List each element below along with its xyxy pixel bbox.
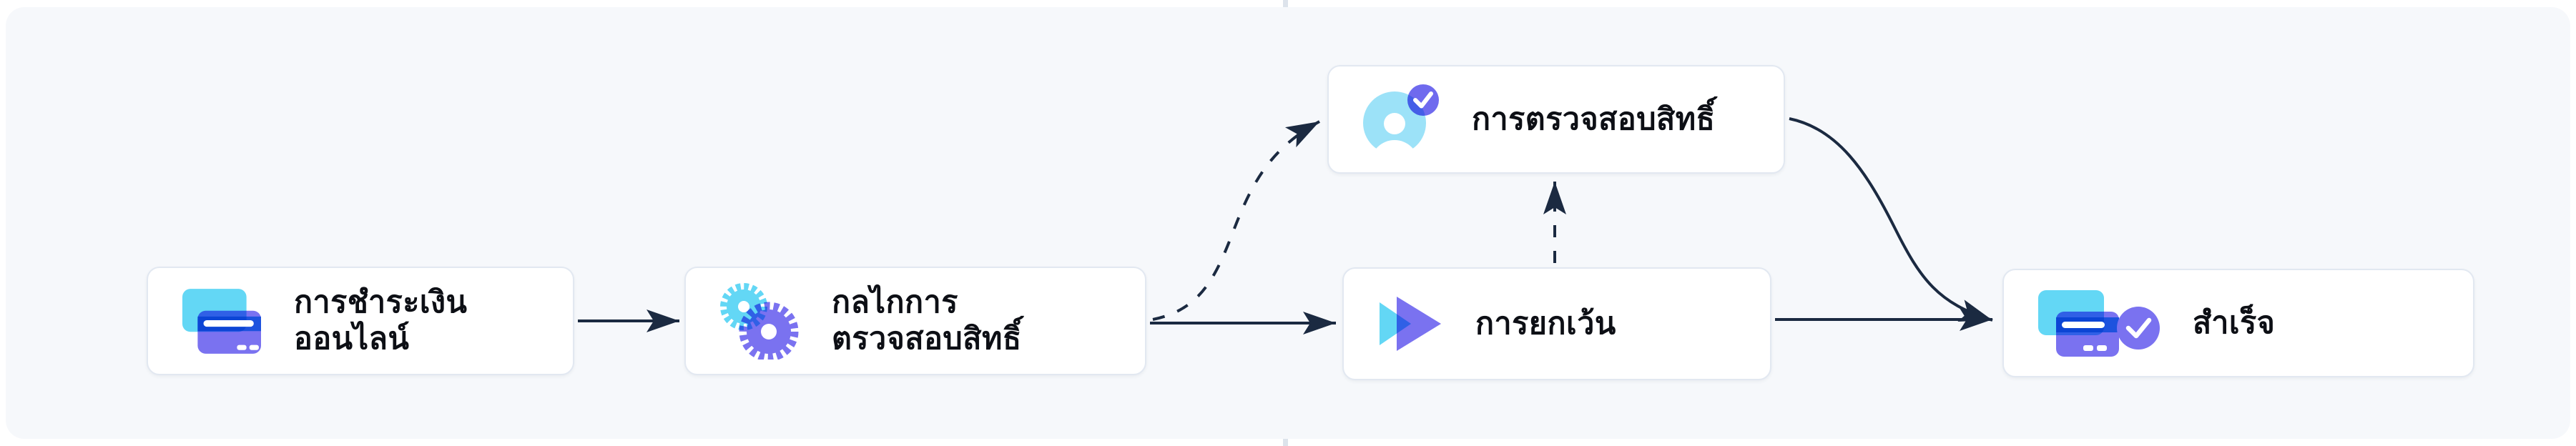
node-online-payment: การชำระเงิน ออนไลน์ (147, 267, 574, 375)
gears-icon (720, 282, 799, 360)
node-label: การตรวจสอบสิทธิ์ (1472, 101, 1716, 137)
credit-card-icon (182, 288, 261, 354)
node-success: สำเร็จ (2002, 269, 2474, 377)
node-auth-mechanism: กลไกการ ตรวจสอบสิทธิ์ (684, 267, 1146, 375)
page-divider-tick-bottom (1283, 438, 1288, 446)
node-label: สำเร็จ (2193, 305, 2276, 340)
node-exception: การยกเว้น (1342, 267, 1771, 380)
node-auth-verification: การตรวจสอบสิทธิ์ (1327, 65, 1785, 174)
user-check-icon (1363, 84, 1439, 154)
node-label: การชำระเงิน ออนไลน์ (294, 285, 468, 356)
node-label: กลไกการ ตรวจสอบสิทธิ์ (832, 285, 1022, 356)
card-check-icon (2038, 289, 2160, 357)
forward-icon (1380, 297, 1441, 351)
node-label: การยกเว้น (1475, 306, 1616, 341)
page-divider-tick-top (1283, 0, 1288, 8)
